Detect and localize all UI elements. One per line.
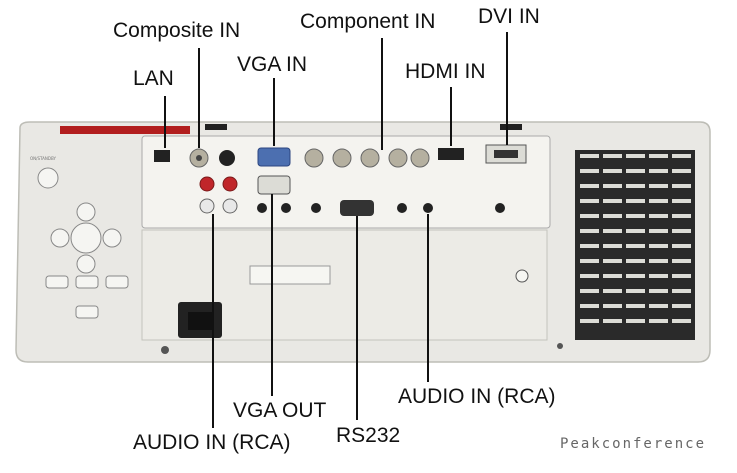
svg-text:ON/STANDBY: ON/STANDBY [30,156,56,161]
label-vga-out: VGA OUT [233,399,327,422]
rca-red-2 [222,176,238,192]
rs232-port [340,200,374,216]
up-button [76,202,96,222]
component-jack-cr [360,148,380,168]
label-hdmi-in: HDMI IN [405,60,486,83]
component-jack-cb [332,148,352,168]
callout-lines [164,32,508,428]
down-button [76,254,96,274]
left-button [50,228,70,248]
enter-button [70,222,102,254]
watermark: Peakconference [560,436,707,452]
hdmi-port [438,148,464,160]
lan-port [154,150,170,162]
component-jack-h [388,148,408,168]
label-dvi-in: DVI IN [478,5,540,28]
rca-white-2 [222,198,238,214]
component-jack-y [304,148,324,168]
right-button [102,228,122,248]
serial-sticker [249,265,331,285]
rca-white-1 [199,198,215,214]
label-audio-in-rca-right: AUDIO IN (RCA) [398,385,556,408]
standby-button [37,167,59,189]
rca-red-1 [199,176,215,192]
audio-in-rca-jack [423,203,433,213]
kensington-slot [515,269,529,283]
vga-out-port [257,175,291,195]
top-red-accent [60,126,190,134]
label-lan: LAN [133,67,174,90]
label-component-in: Component IN [300,10,436,33]
label-composite-in: Composite IN [113,19,241,42]
ventilation-grille [575,150,695,340]
label-audio-in-rca-left: AUDIO IN (RCA) [133,431,291,454]
svideo-port [219,150,235,166]
vga-in-port [257,147,291,167]
component-jack-v [410,148,430,168]
label-vga-in: VGA IN [237,53,308,76]
label-rs232: RS232 [336,424,401,447]
